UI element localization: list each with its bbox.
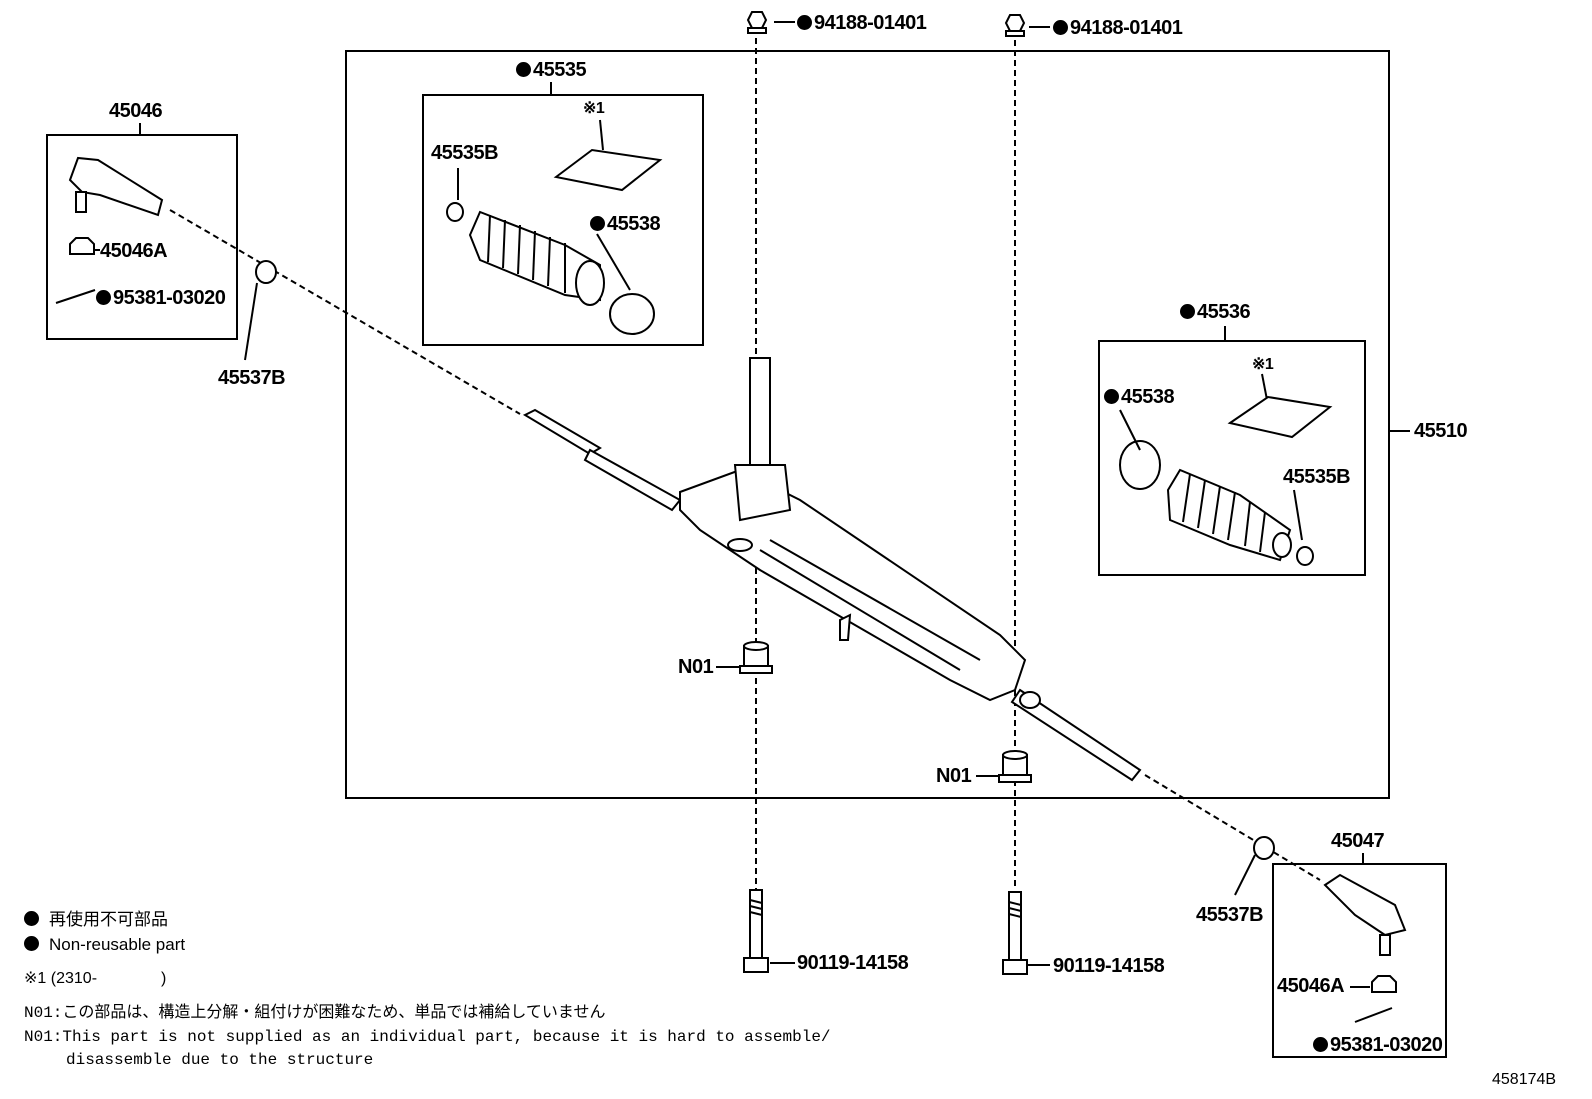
non-reusable-dot	[590, 216, 605, 231]
bushing-left-icon	[739, 641, 773, 674]
callout-text: 94188-01401	[1070, 17, 1183, 39]
non-reusable-dot	[797, 15, 812, 30]
callout-lock-nut-rh: 45537B	[1196, 904, 1264, 926]
boot-lh-icon	[468, 210, 605, 306]
callout-bushing-right: N01	[936, 765, 972, 787]
tie-rod-end-lh-icon	[68, 156, 164, 217]
callout-boot-band-lh: 45538	[590, 213, 661, 235]
callout-boot-set-rh: 45536	[1180, 301, 1251, 323]
legend-non-reusable-en: Non-reusable part	[24, 936, 185, 953]
callout-rack-assembly: 45510	[1414, 420, 1468, 442]
non-reusable-dot	[1180, 304, 1195, 319]
boot-clip-lh-icon	[446, 202, 464, 222]
callout-lock-nut-lh: 45537B	[218, 367, 286, 389]
callout-tie-rod-end-lh: 45046	[109, 100, 163, 122]
legend-non-reusable-jp: 再使用不可部品	[24, 911, 168, 928]
cotter-pin-rh-icon	[1354, 1007, 1393, 1023]
non-reusable-dot	[24, 911, 39, 926]
boot-set-lh-frame	[422, 94, 704, 346]
legend-n01-en-line2: disassemble due to the structure	[66, 1051, 374, 1069]
callout-text: 94188-01401	[814, 12, 927, 34]
callout-cotter-pin-rh: 95381-03020	[1313, 1034, 1443, 1056]
lock-nut-rh-icon	[1253, 836, 1275, 860]
note1-range: (2310-	[50, 970, 98, 987]
legend-n01-en: N01:This part is not supplied as an indi…	[24, 1029, 831, 1045]
callout-bolt-right: 90119-14158	[1053, 955, 1165, 977]
boot-clip-rh-icon	[1296, 546, 1314, 566]
callout-castle-nut-lh: 45046A	[100, 240, 168, 262]
bushing-right-icon	[998, 750, 1032, 783]
n01-prefix: N01:	[24, 1028, 63, 1046]
bolt-left-icon	[743, 889, 769, 973]
callout-grease-lh: ※1	[583, 100, 605, 117]
callout-text: 95381-03020	[1330, 1034, 1443, 1056]
grease-rh-icon	[1227, 395, 1333, 439]
callout-bushing-left: N01	[678, 656, 714, 678]
lock-nut-lh-icon	[255, 260, 277, 284]
note1-mark: ※1	[24, 970, 47, 987]
legend-n01-jp: N01:この部品は、構造上分解・組付けが困難なため、単品では補給していません	[24, 1005, 605, 1021]
non-reusable-dot	[1104, 389, 1119, 404]
callout-text: 45535	[533, 59, 587, 81]
grease-lh-icon	[553, 148, 663, 192]
legend-note1: ※1 (2310-)	[24, 971, 166, 987]
tie-rod-end-lh-frame	[46, 134, 238, 340]
tie-rod-end-rh-icon	[1323, 873, 1407, 956]
non-reusable-dot	[1053, 20, 1068, 35]
note1-close: )	[161, 970, 167, 987]
callout-nut-right: 94188-01401	[1053, 17, 1183, 39]
callout-text: 95381-03020	[113, 287, 226, 309]
rack-assembly-frame	[345, 50, 1390, 799]
figure-id: 458174B	[1492, 1071, 1557, 1088]
callout-tie-rod-end-rh: 45047	[1331, 830, 1385, 852]
callout-grease-rh: ※1	[1252, 356, 1274, 373]
bolt-right-icon	[1002, 891, 1028, 975]
castle-nut-rh-icon	[1371, 975, 1397, 993]
cotter-pin-lh-icon	[55, 289, 96, 304]
legend-text: 再使用不可部品	[49, 910, 168, 929]
callout-castle-nut-rh: 45046A	[1277, 975, 1345, 997]
castle-nut-lh-icon	[69, 237, 95, 255]
boot-set-rh-frame	[1098, 340, 1366, 576]
callout-boot-clip-rh: 45535B	[1283, 466, 1351, 488]
non-reusable-dot	[24, 936, 39, 951]
callout-boot-clip-lh: 45535B	[431, 142, 499, 164]
non-reusable-dot	[516, 62, 531, 77]
callout-bolt-left: 90119-14158	[797, 952, 909, 974]
tie-rod-end-rh-frame	[1272, 863, 1447, 1058]
n01-en-line1: This part is not supplied as an individu…	[62, 1028, 831, 1046]
steering-rack-icon	[522, 357, 1142, 782]
nut-right-icon	[1004, 14, 1026, 37]
callout-cotter-pin-lh: 95381-03020	[96, 287, 226, 309]
boot-band-rh-icon	[1119, 440, 1161, 490]
callout-text: 45538	[1121, 386, 1175, 408]
non-reusable-dot	[96, 290, 111, 305]
callout-nut-left: 94188-01401	[797, 12, 927, 34]
non-reusable-dot	[1313, 1037, 1328, 1052]
nut-left-icon	[746, 11, 768, 34]
legend-text: Non-reusable part	[49, 935, 186, 954]
n01-jp-text: この部品は、構造上分解・組付けが困難なため、単品では補給していません	[62, 1004, 606, 1022]
callout-boot-band-rh: 45538	[1104, 386, 1175, 408]
boot-rh-icon	[1166, 468, 1292, 562]
callout-text: 45536	[1197, 301, 1251, 323]
callout-boot-set-lh: 45535	[516, 59, 587, 81]
boot-band-lh-icon	[609, 293, 655, 335]
callout-text: 45538	[607, 213, 661, 235]
n01-prefix: N01:	[24, 1004, 63, 1022]
